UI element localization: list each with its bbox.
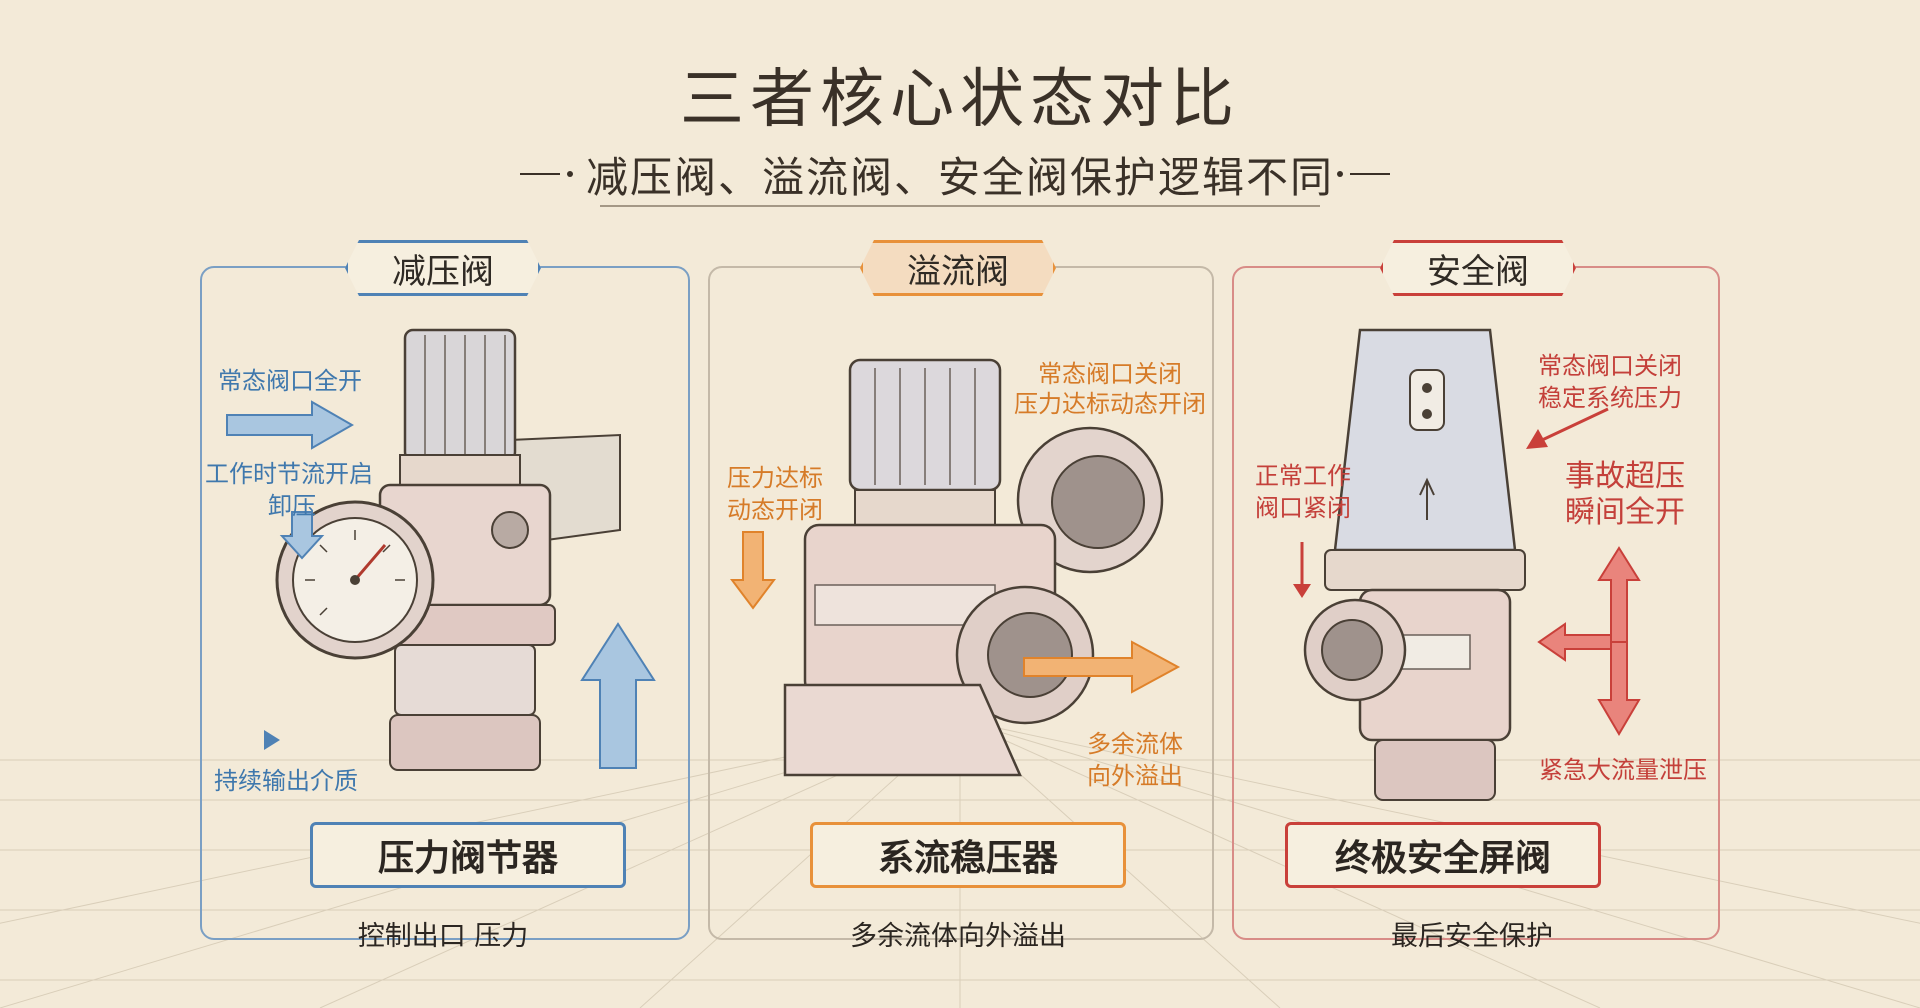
caption-control-outlet-pressure: 控制出口 压力 — [357, 921, 529, 952]
caption-excess-fluid-overflow: 多余流体向外溢出 — [850, 921, 1066, 952]
caption-final-safety-protection: 最后安全保护 — [1391, 921, 1553, 952]
relief-down-arrow — [279, 511, 325, 560]
closed-down-arrow — [1293, 542, 1311, 598]
safety-valve-illustration — [1303, 328, 1526, 801]
label-dynamic-switching: 动态开闭 — [727, 496, 823, 524]
label-continuous-output: 持续输出介质 — [214, 767, 358, 795]
label-valve-tightly-closed: 阀口紧闭 — [1255, 494, 1351, 522]
emergency-release-arrows — [1537, 546, 1641, 736]
label-accident-overpressure: 事故超压 — [1565, 459, 1685, 494]
label-instant-full-open: 瞬间全开 — [1565, 495, 1685, 530]
panel-title-relief: 溢流阀 — [860, 240, 1056, 296]
label-normally-open: 常态阀口全开 — [218, 367, 362, 395]
label-normal-operation: 正常工作 — [1255, 462, 1351, 490]
badge-ultimate-safety-valve: 终极安全屏阀 — [1285, 822, 1601, 888]
flow-right-arrow — [226, 400, 355, 450]
label-stabilize-system-pressure: 稳定系统压力 — [1538, 384, 1682, 412]
relief-valve-illustration — [783, 358, 1164, 777]
label-pressure-reached: 压力达标 — [727, 464, 823, 492]
label-relief: 卸压 — [268, 492, 316, 520]
label-relief-dynamic-open-close: 压力达标动态开闭 — [1014, 390, 1206, 418]
label-relief-normally-closed: 常态阀口关闭 — [1038, 360, 1182, 388]
relief-down-arrow-orange — [730, 531, 776, 610]
subtitle-ornament — [520, 171, 1390, 207]
pressure-reducing-valve-illustration — [275, 328, 621, 771]
page-title: 三者核心状态对比 — [680, 63, 1240, 137]
label-emergency-large-flow-relief: 紧急大流量泄压 — [1539, 756, 1707, 784]
label-overflow-outward: 向外溢出 — [1087, 762, 1183, 790]
output-up-arrow — [580, 622, 656, 769]
panel-title-safety: 安全阀 — [1380, 240, 1576, 296]
page-subtitle: 减压阀、溢流阀、安全阀保护逻辑不同 — [585, 153, 1334, 202]
label-excess-fluid: 多余流体 — [1087, 730, 1183, 758]
pressure-pointer-arrow — [1526, 407, 1609, 449]
label-throttling-when-working: 工作时节流开启 — [205, 460, 373, 488]
subtitle-banner: 减压阀、溢流阀、安全阀保护逻辑不同 — [0, 138, 1920, 208]
badge-pressure-regulator: 压力阀节器 — [310, 822, 626, 888]
output-small-arrow — [264, 730, 280, 750]
label-safety-normally-closed: 常态阀口关闭 — [1538, 352, 1682, 380]
overflow-right-arrow — [1023, 640, 1181, 694]
badge-system-stabilizer: 系流稳压器 — [810, 822, 1126, 888]
panel-title-pressure-reducing: 减压阀 — [345, 240, 541, 296]
